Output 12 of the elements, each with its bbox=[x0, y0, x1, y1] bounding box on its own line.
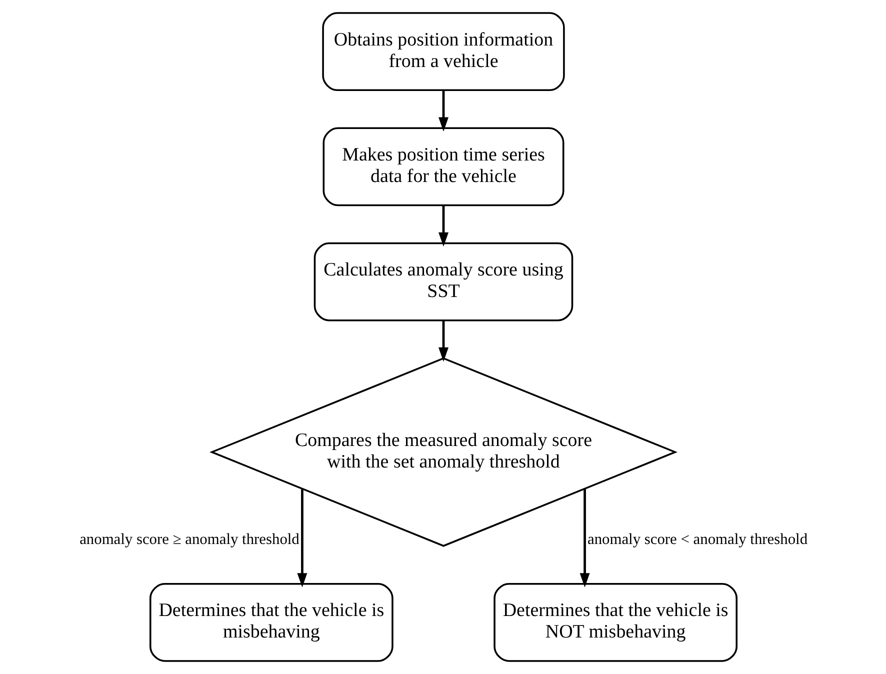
node-box: Calculates anomaly score using SST bbox=[313, 242, 573, 322]
arrow bbox=[438, 320, 448, 362]
node-box: Obtains position information from a vehicle bbox=[322, 12, 564, 92]
arrow bbox=[438, 205, 448, 247]
node-box: Makes position time series data for the vehicle bbox=[322, 127, 564, 206]
edge-label: anomaly score ≥ anomaly threshold bbox=[79, 531, 299, 548]
arrow bbox=[438, 90, 448, 132]
arrow bbox=[296, 489, 307, 588]
node-box: Determines that the vehicle is NOT misbehaving bbox=[493, 582, 737, 662]
edge-label: anomaly score < anomaly threshold bbox=[586, 531, 808, 548]
node-box: Determines that the vehicle is misbehaving bbox=[149, 582, 393, 662]
arrow bbox=[579, 489, 590, 588]
